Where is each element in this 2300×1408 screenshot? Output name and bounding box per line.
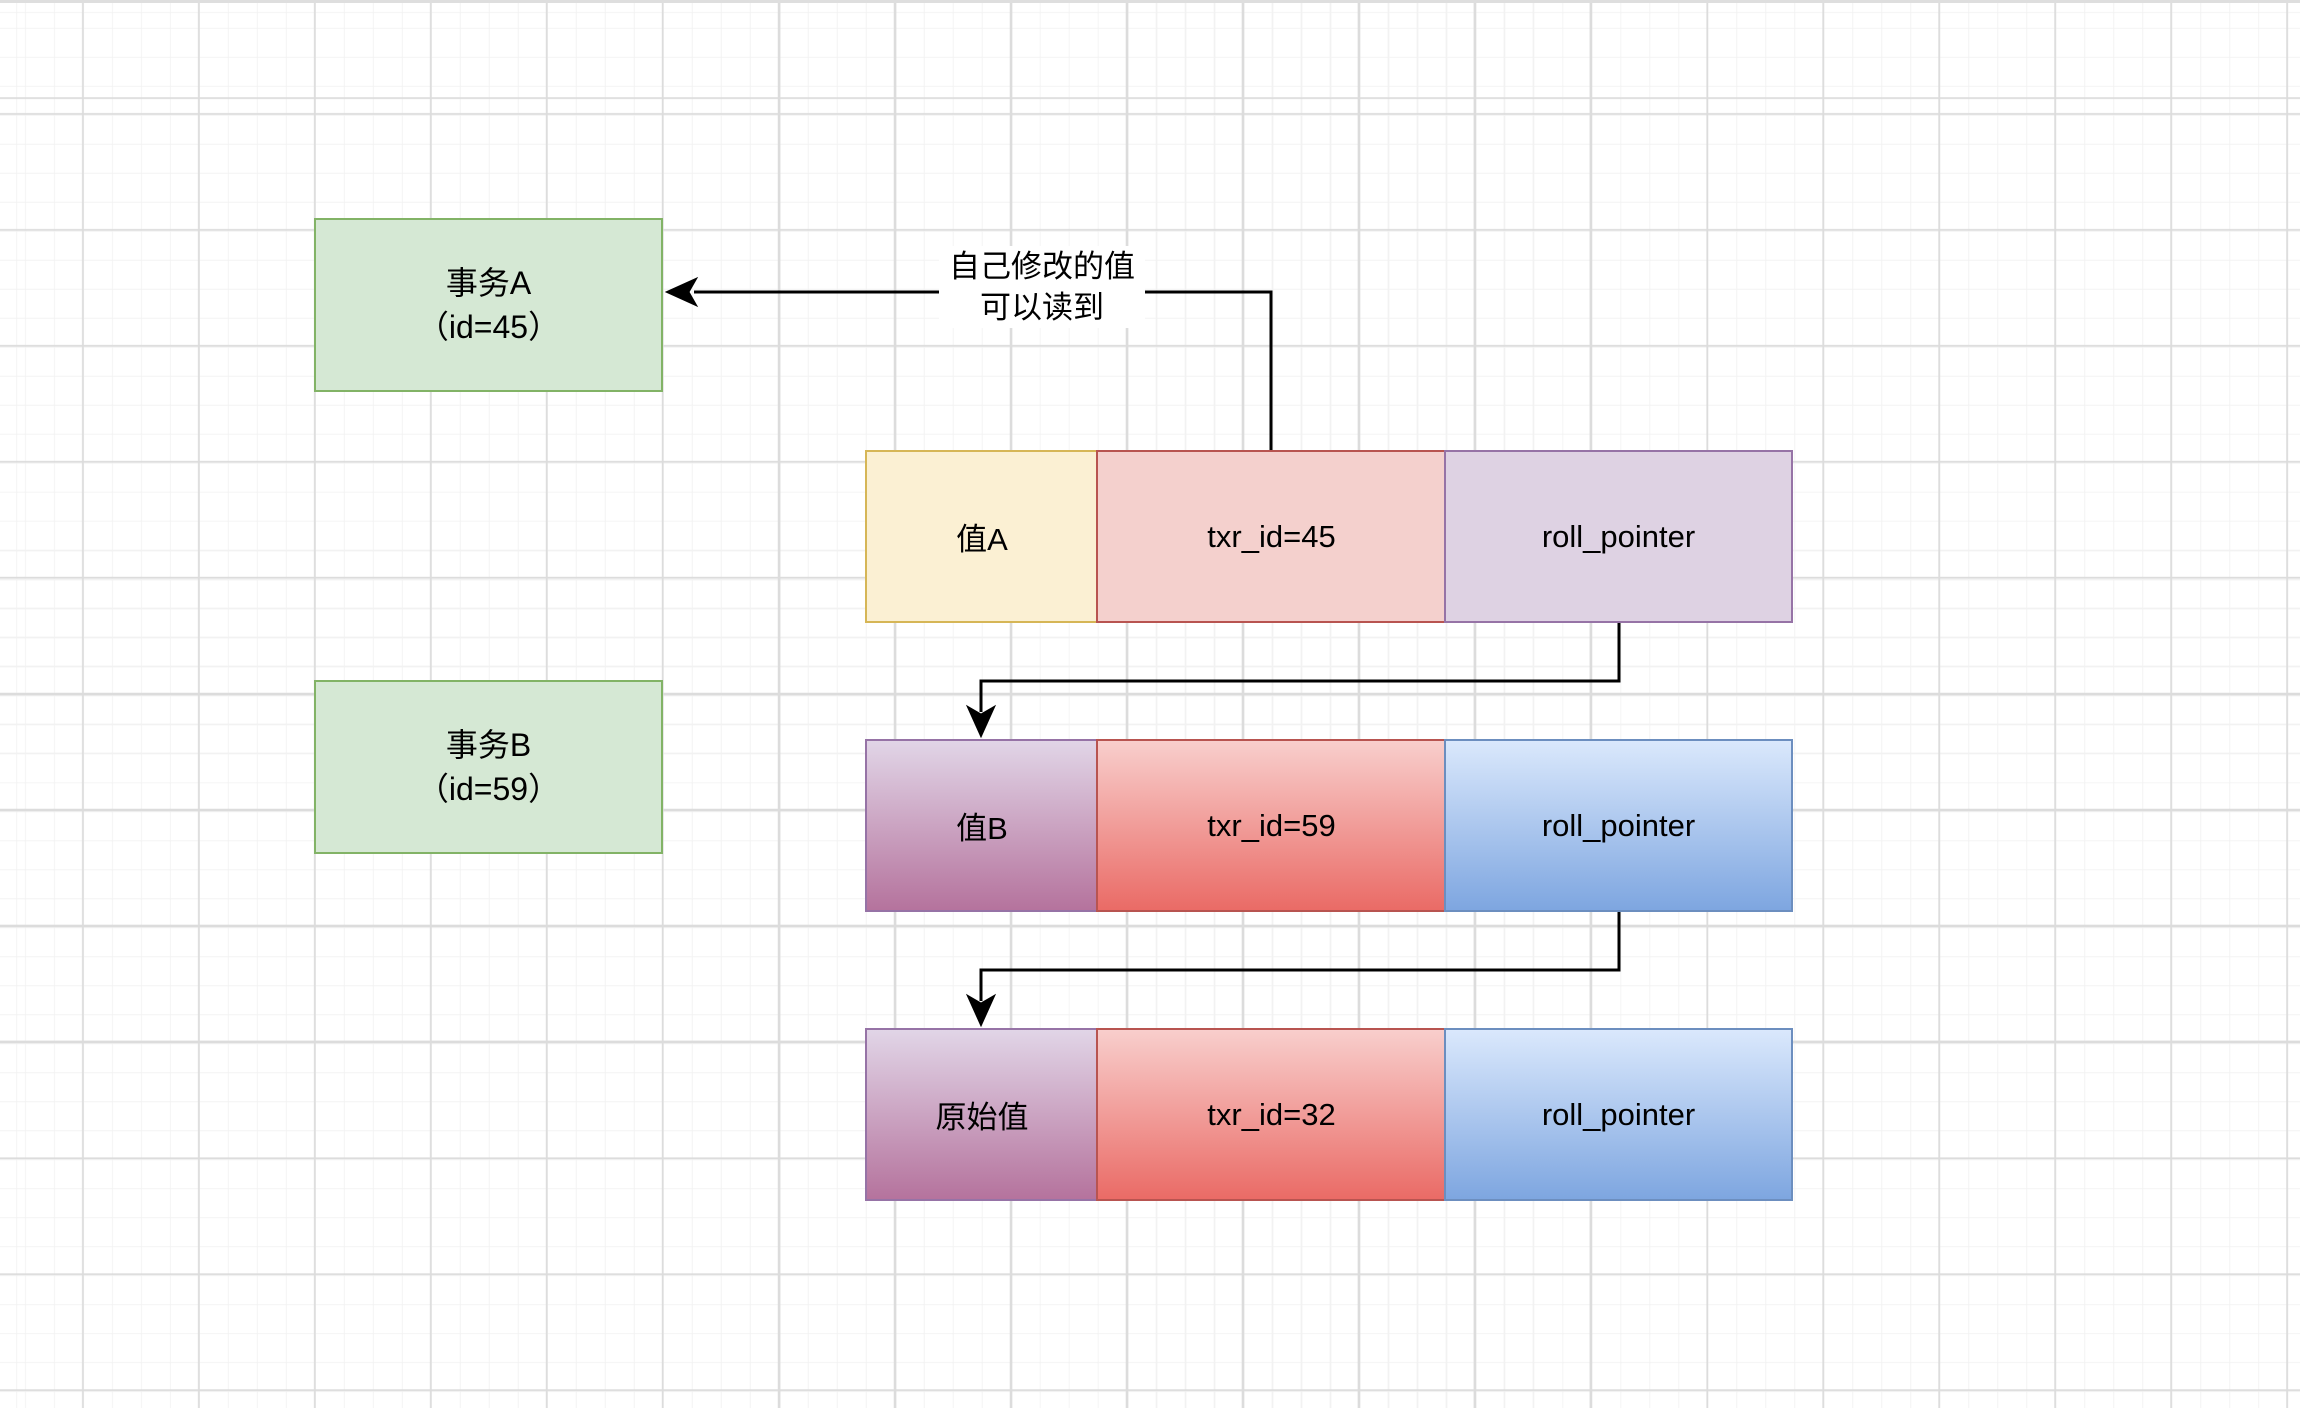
row1-roll-pointer-cell: roll_pointer	[1444, 450, 1793, 623]
row3-txr-id-cell: txr_id=32	[1096, 1028, 1447, 1201]
row2-value-cell: 值B	[865, 739, 1099, 912]
row3-txr-id-label: txr_id=32	[1207, 1096, 1336, 1132]
row2-roll-pointer-label: roll_pointer	[1541, 807, 1696, 843]
transaction-a-box: 事务A （id=45）	[314, 218, 663, 392]
row2-value-label: 值B	[956, 811, 1008, 846]
transaction-a-name: 事务A	[445, 265, 532, 301]
row3-roll-pointer-cell: roll_pointer	[1444, 1028, 1793, 1201]
arrow-rollpointer1-to-row2	[965, 623, 1621, 739]
row2-txr-id-label: txr_id=59	[1207, 807, 1336, 843]
row2-txr-id-cell: txr_id=59	[1096, 739, 1447, 912]
row1-roll-pointer-label: roll_pointer	[1541, 518, 1696, 554]
row1-txr-id-cell: txr_id=45	[1096, 450, 1447, 623]
row1-txr-id-label: txr_id=45	[1207, 518, 1336, 554]
arrow-rollpointer2-to-row3	[965, 912, 1621, 1028]
row1-value-cell: 值A	[865, 450, 1099, 623]
row3-value-cell: 原始值	[865, 1028, 1099, 1201]
transaction-b-id: （id=59）	[416, 771, 561, 807]
canvas-top-edge	[0, 0, 2300, 3]
row1-value-label: 值A	[956, 522, 1008, 557]
transaction-b-box: 事务B （id=59）	[314, 680, 663, 854]
annotation-line2: 可以读到	[980, 290, 1104, 325]
row3-roll-pointer-label: roll_pointer	[1541, 1096, 1696, 1132]
row2-roll-pointer-cell: roll_pointer	[1444, 739, 1793, 912]
transaction-a-id: （id=45）	[416, 309, 561, 345]
row3-value-label: 原始值	[935, 1100, 1029, 1135]
transaction-b-name: 事务B	[445, 727, 532, 763]
annotation-label: 自己修改的值 可以读到	[939, 246, 1145, 328]
annotation-line1: 自己修改的值	[949, 249, 1135, 284]
